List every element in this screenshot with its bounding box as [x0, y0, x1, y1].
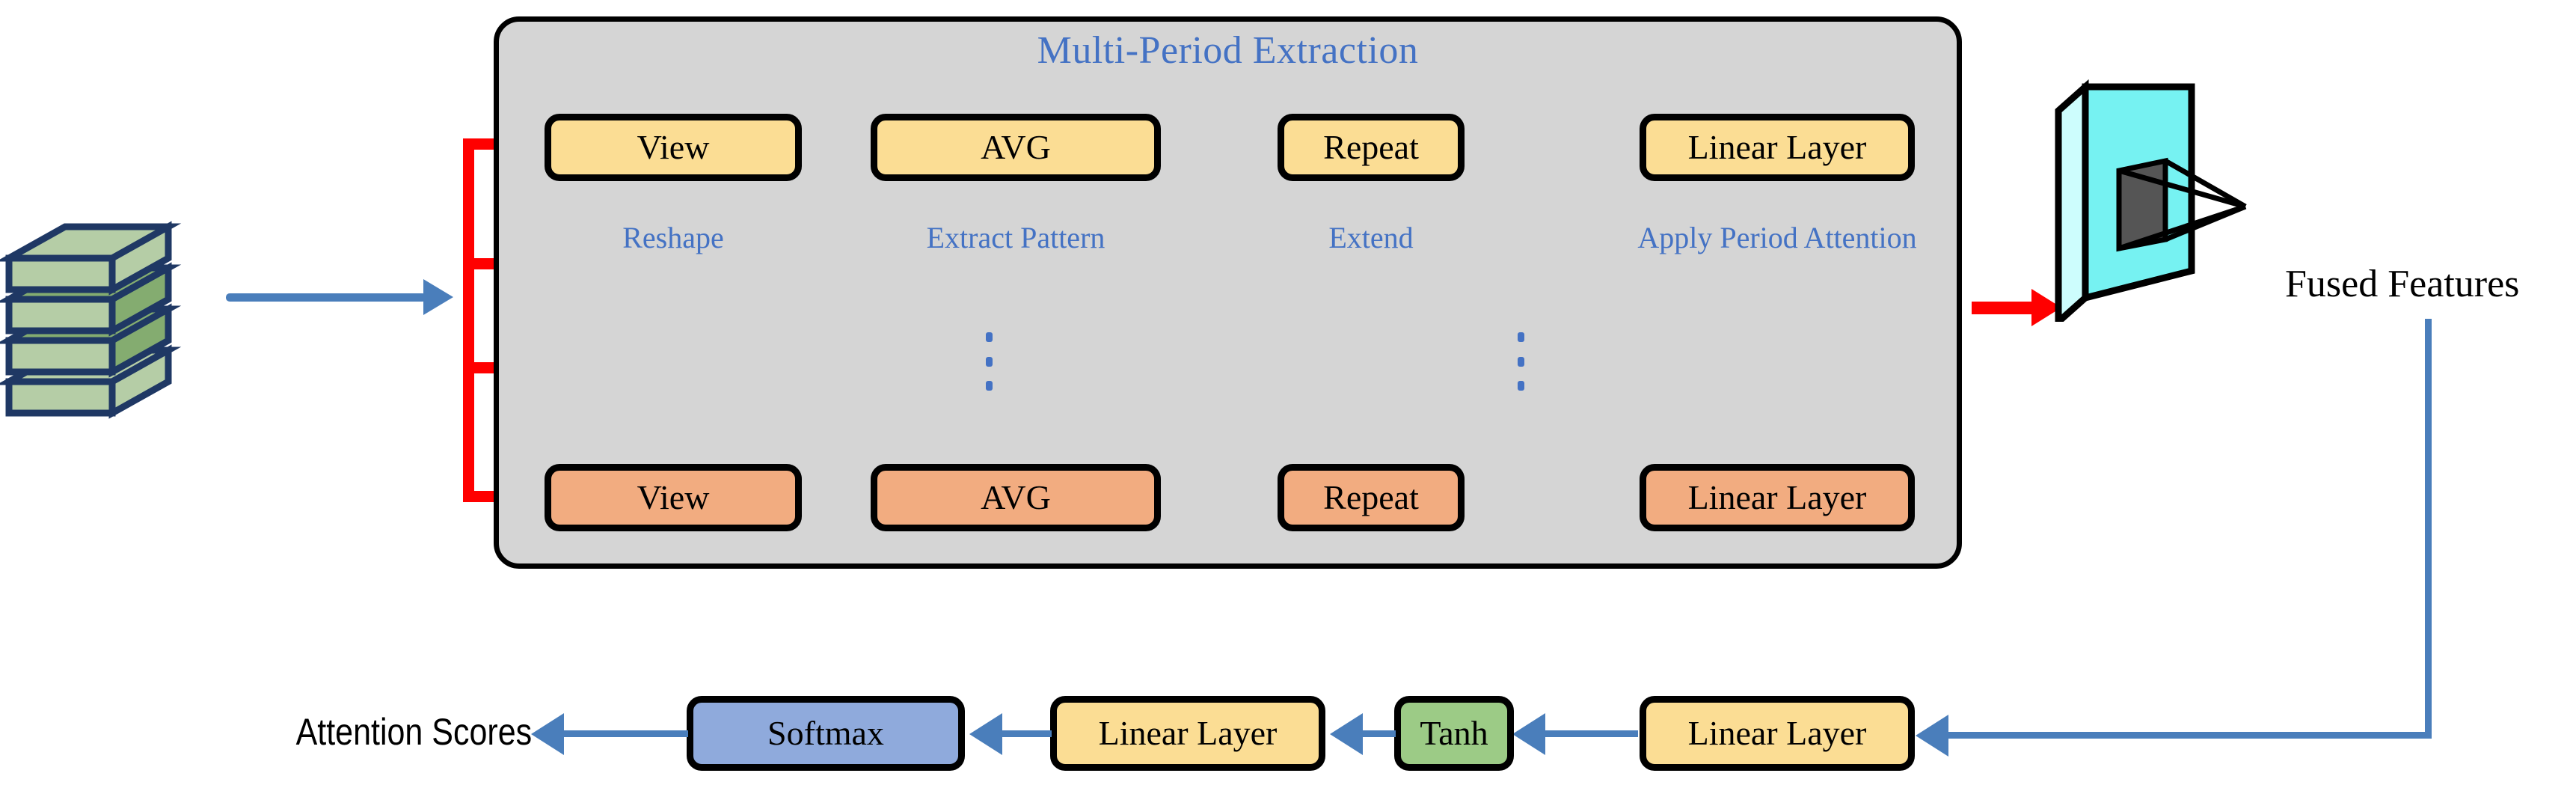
box-label: AVG: [981, 128, 1051, 166]
feedback-path-vertical: [2425, 319, 2432, 736]
attn-arrow-2-line: [1361, 730, 1396, 737]
box-attn-tanh[interactable]: Tanh: [1394, 696, 1514, 771]
box-attn-linear-layer-1[interactable]: Linear Layer: [1050, 696, 1325, 771]
input-tensor-cube: [0, 221, 182, 419]
box-label: Linear Layer: [1687, 478, 1867, 516]
attention-scores-label: Attention Scores: [295, 711, 533, 753]
input-arrow-line: [226, 293, 426, 302]
caption-text: Apply Period Attention: [1637, 221, 1917, 254]
box-label: Repeat: [1323, 128, 1419, 166]
red-trunk-vertical: [463, 138, 474, 502]
box-label: Repeat: [1323, 478, 1419, 516]
box-top-linear-layer[interactable]: Linear Layer: [1640, 114, 1915, 181]
box-label: View: [637, 478, 710, 516]
box-attn-softmax[interactable]: Softmax: [687, 696, 965, 771]
caption-text: Extend: [1328, 221, 1414, 254]
box-top-repeat[interactable]: Repeat: [1278, 114, 1465, 181]
fused-features-label: Fused Features: [2285, 263, 2520, 305]
attn-arrow-3-head: [1512, 713, 1545, 755]
box-bottom-view[interactable]: View: [545, 464, 802, 531]
feedback-path-horizontal: [1948, 732, 2432, 739]
ellipsis-left: [986, 332, 993, 391]
feedback-path-arrowhead: [1916, 715, 1948, 757]
attn-arrow-1-head: [969, 713, 1002, 755]
box-label: Linear Layer: [1098, 714, 1278, 752]
box-attn-linear-layer-2[interactable]: Linear Layer: [1640, 696, 1915, 771]
attn-arrow-2-head: [1330, 713, 1363, 755]
attn-arrow-3-line: [1542, 730, 1638, 737]
output-arrow-line: [562, 730, 688, 737]
output-arrow-head: [531, 713, 564, 755]
panel-title: Multi-Period Extraction: [1037, 29, 1419, 72]
caption-apply-period-attention: Apply Period Attention: [1533, 220, 2021, 255]
fusion-arrow-line: [1972, 302, 2036, 314]
box-bottom-linear-layer[interactable]: Linear Layer: [1640, 464, 1915, 531]
box-label: Softmax: [767, 714, 884, 752]
ellipsis-right: [1518, 332, 1524, 391]
box-label: Tanh: [1420, 714, 1488, 752]
box-label: AVG: [981, 478, 1051, 516]
box-bottom-repeat[interactable]: Repeat: [1278, 464, 1465, 531]
attn-arrow-1-line: [1001, 730, 1052, 737]
caption-reshape: Reshape: [545, 220, 802, 255]
box-bottom-avg[interactable]: AVG: [871, 464, 1161, 531]
input-arrow-head: [423, 279, 453, 315]
caption-extract-pattern: Extract Pattern: [848, 220, 1183, 255]
fused-feature-plane: [2055, 79, 2247, 322]
box-label: View: [637, 128, 710, 166]
box-top-view[interactable]: View: [545, 114, 802, 181]
box-label: Linear Layer: [1687, 714, 1867, 752]
box-label: Linear Layer: [1687, 128, 1867, 166]
caption-extend: Extend: [1263, 220, 1479, 255]
caption-text: Reshape: [622, 221, 724, 254]
caption-text: Extract Pattern: [926, 221, 1105, 254]
box-top-avg[interactable]: AVG: [871, 114, 1161, 181]
